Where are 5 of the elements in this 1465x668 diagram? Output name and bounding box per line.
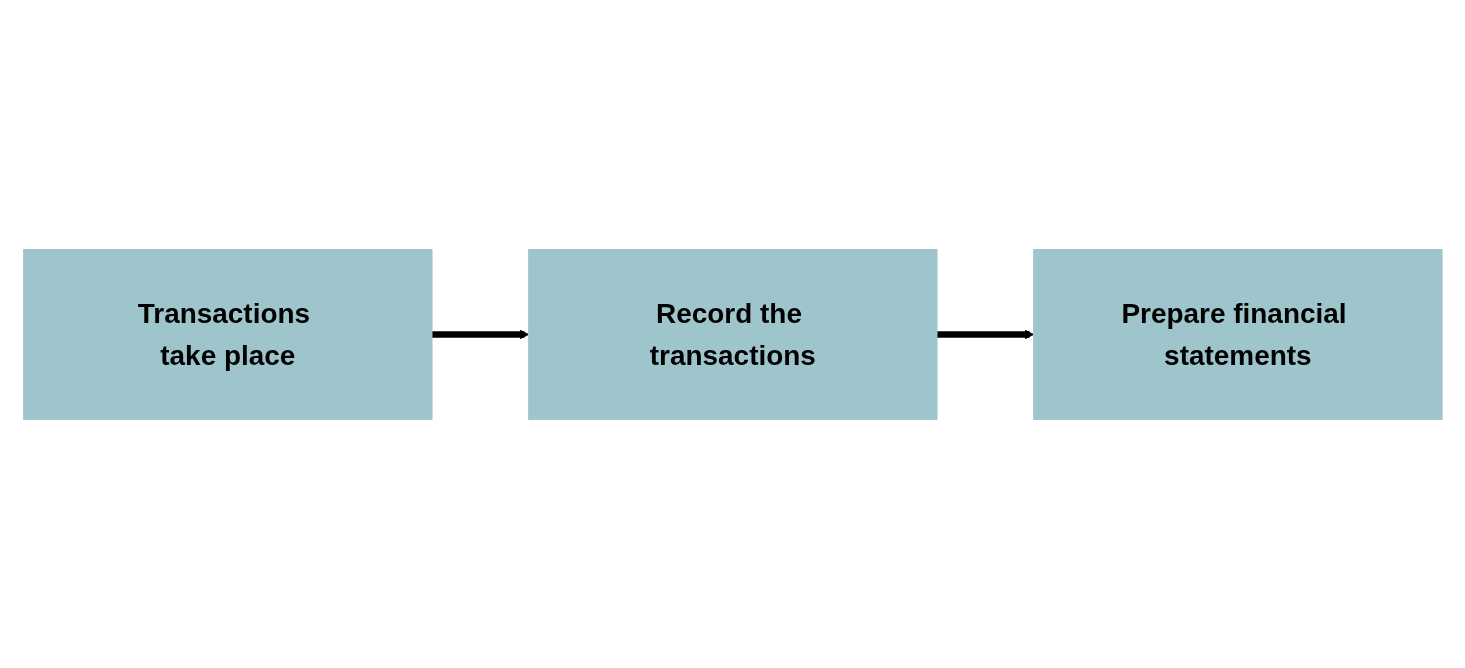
node-box: Prepare financial statements: [1032, 248, 1443, 420]
node-box: Transactions take place: [22, 248, 433, 420]
arrow: [936, 329, 1034, 339]
arrow: [431, 329, 529, 339]
node-box: Record the transactions: [527, 248, 938, 420]
